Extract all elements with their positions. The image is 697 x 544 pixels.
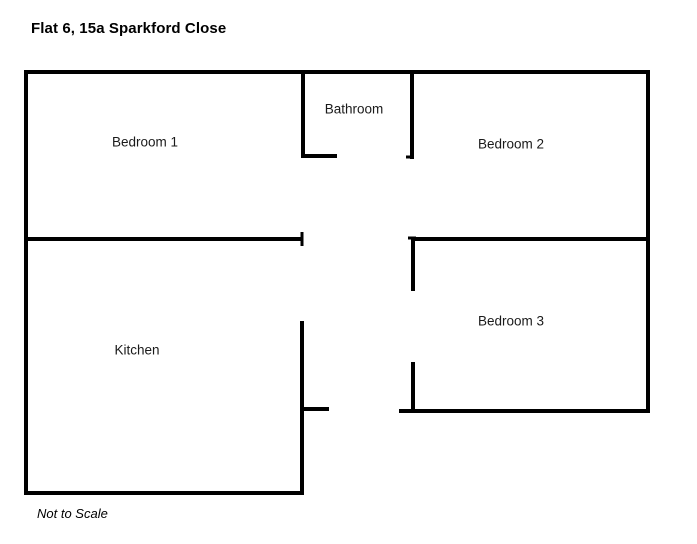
scale-note: Not to Scale <box>37 506 108 521</box>
room-label-bathroom: Bathroom <box>325 102 384 117</box>
room-label-kitchen: Kitchen <box>114 343 159 358</box>
walls-group <box>24 70 650 495</box>
page-title: Flat 6, 15a Sparkford Close <box>31 20 227 37</box>
room-label-bedroom-2: Bedroom 2 <box>478 137 544 152</box>
room-label-bedroom-3: Bedroom 3 <box>478 314 544 329</box>
room-label-bedroom-1: Bedroom 1 <box>112 135 178 150</box>
